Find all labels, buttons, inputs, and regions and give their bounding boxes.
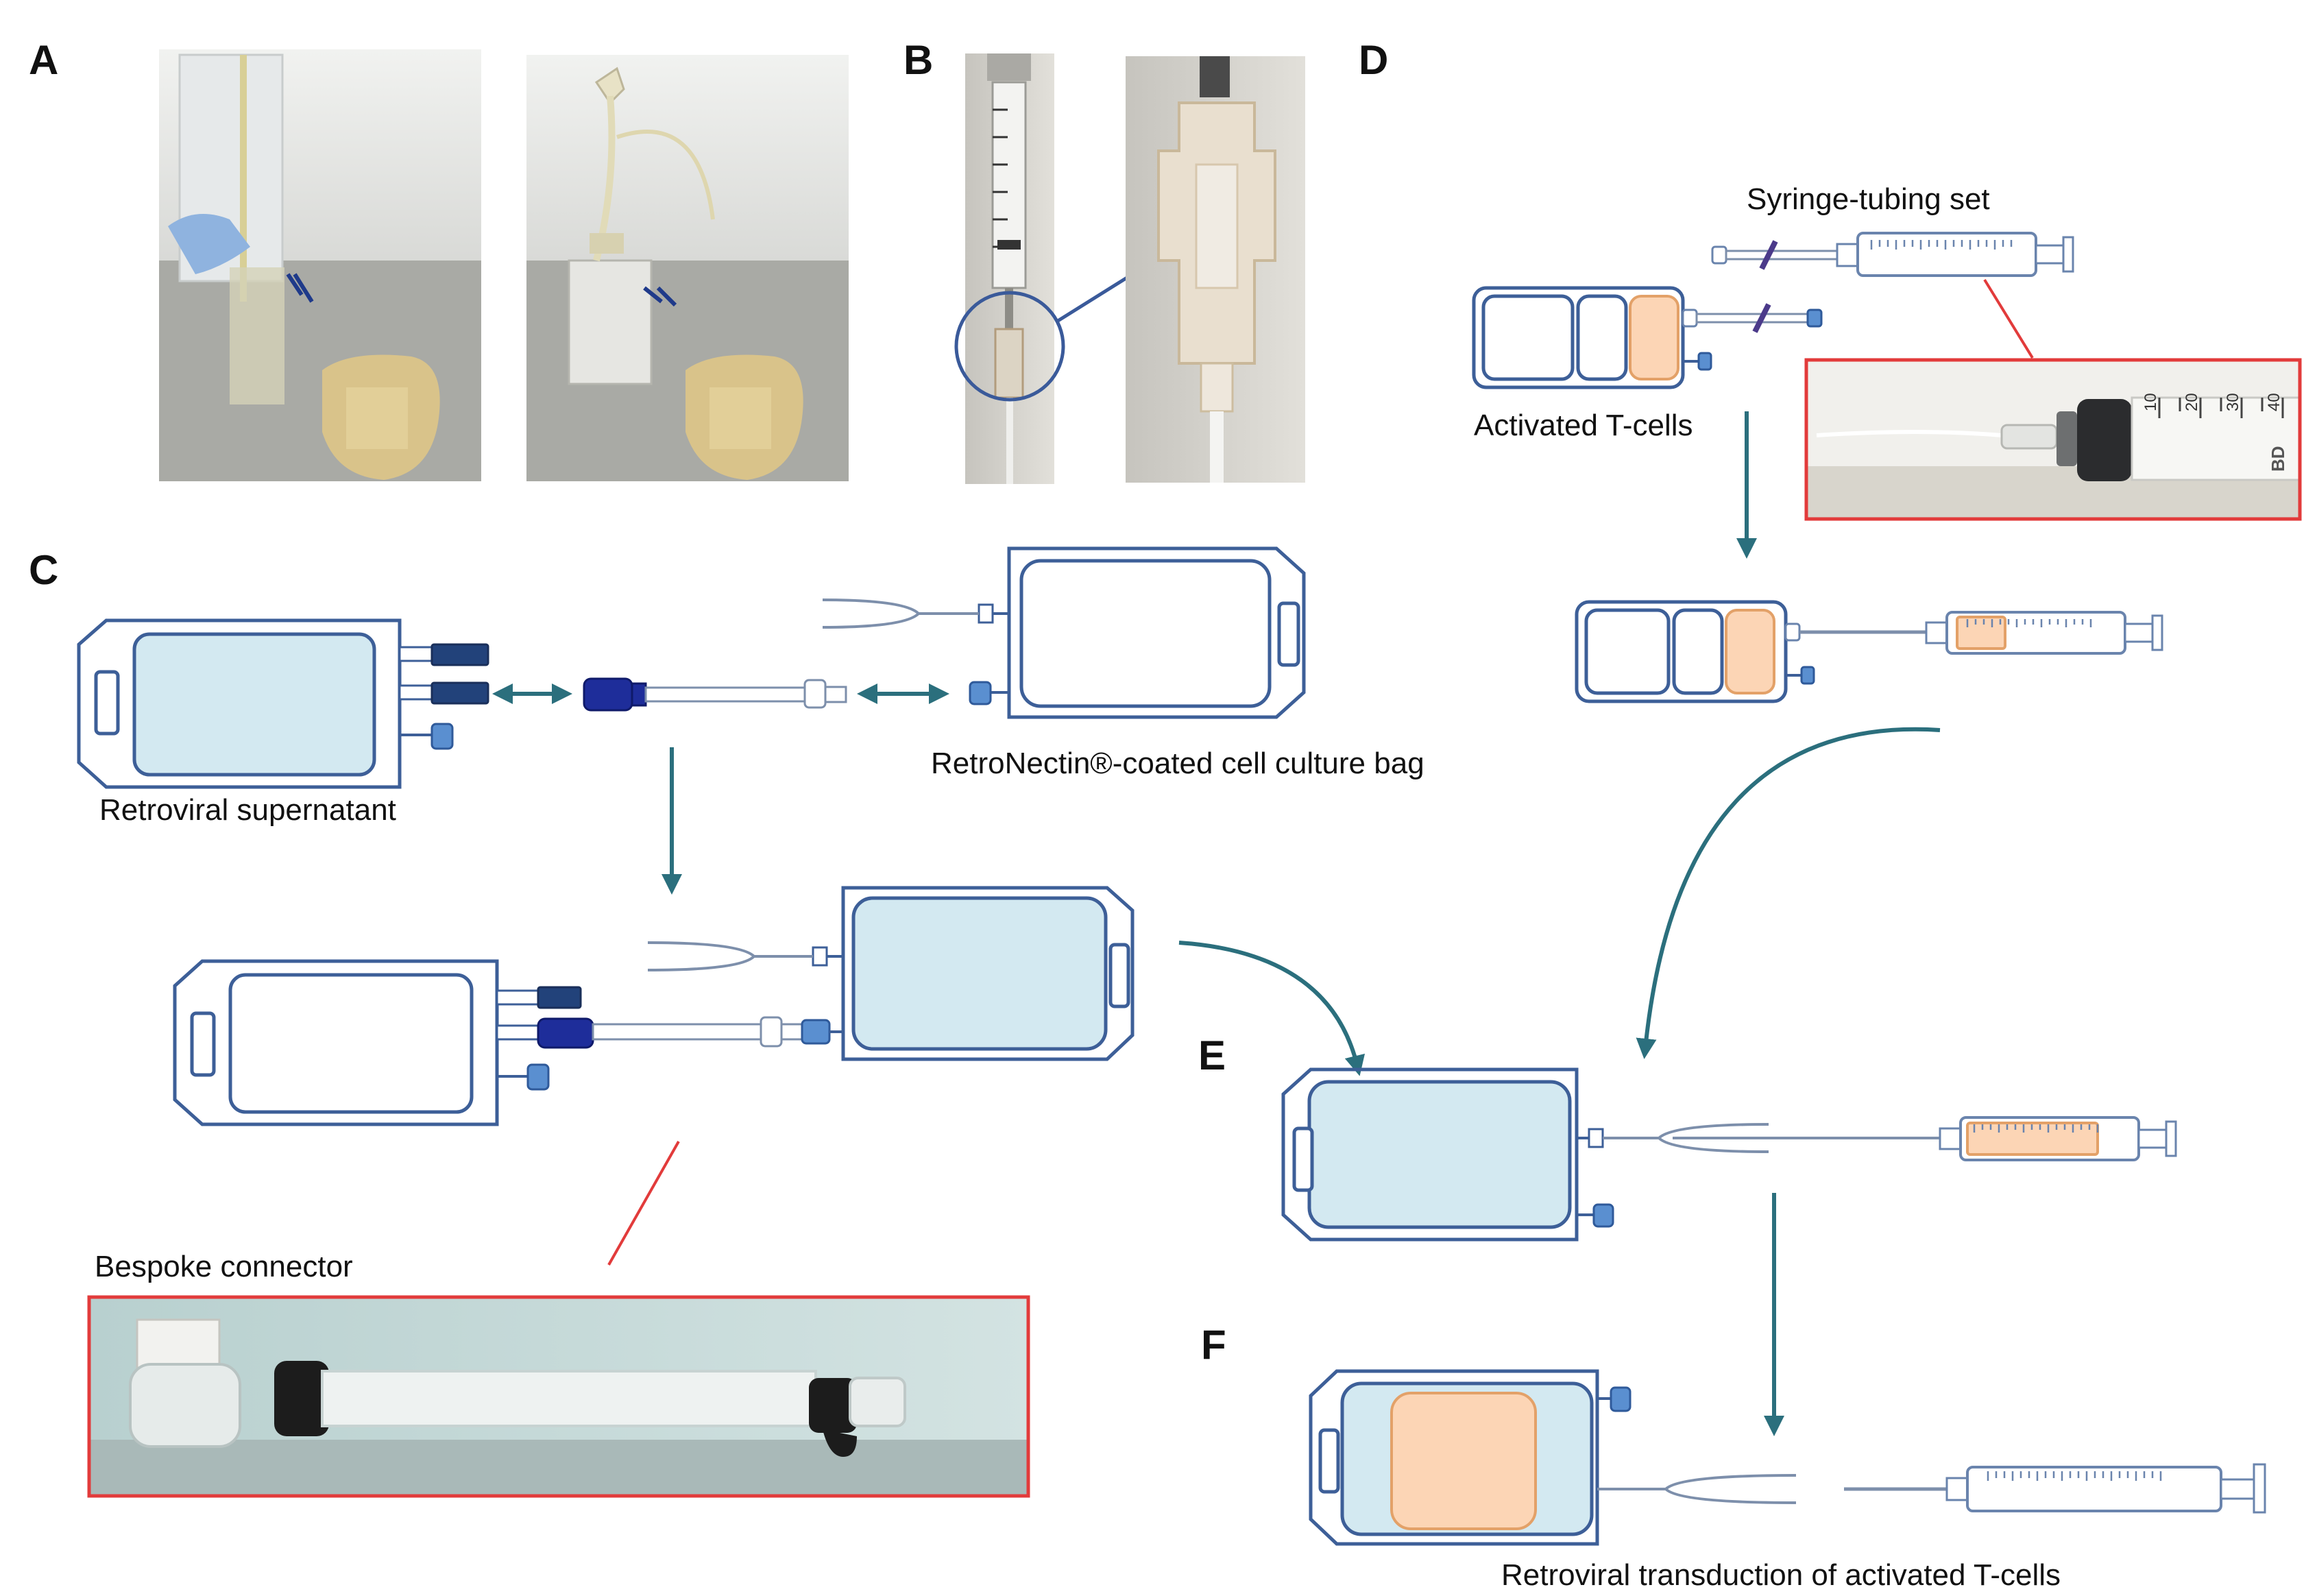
arrow-c-to-e (1178, 941, 1366, 1076)
syringe-tubing-set-diagram (1711, 232, 2074, 277)
panel-label-d: D (1359, 37, 1388, 83)
bag-with-syringe-e (1281, 1067, 2177, 1242)
caption-syringe-tubing-set: Syringe-tubing set (1747, 182, 1990, 216)
syringe-tick-30: 30 (2224, 393, 2242, 411)
photo-a-left (159, 49, 481, 481)
retronectin-bag (822, 546, 1306, 719)
panel-label-e: E (1198, 1032, 1226, 1078)
photo-b-right (1126, 56, 1305, 483)
photo-a-right (526, 55, 849, 481)
photo-b-left (965, 53, 1054, 484)
photo-syringe-frame (1804, 358, 2302, 521)
callout-line-c (607, 1141, 680, 1266)
activated-t-cells-bag (1472, 286, 1823, 389)
callout-line-d (1983, 278, 2034, 359)
transduction-bag-f (1309, 1369, 1797, 1546)
zoom-circle (954, 291, 1065, 402)
photo-syringe: 10 20 30 40 BD (1806, 360, 2301, 519)
photo-bespoke-connector (89, 1297, 1028, 1496)
caption-bespoke-connector: Bespoke connector (95, 1250, 353, 1283)
caption-retronectin-bag: RetroNectin®-coated cell culture bag (931, 747, 1424, 780)
connected-bags (173, 886, 1135, 1126)
retroviral-supernatant-bag (77, 618, 489, 789)
photo-bespoke-connector-frame (87, 1295, 1030, 1498)
caption-retroviral-supernatant: Retroviral supernatant (99, 793, 396, 827)
syringe-tick-10: 10 (2142, 393, 2160, 411)
arrow-d-to-e (1636, 727, 1941, 1059)
syringe-tick-20: 20 (2183, 393, 2201, 411)
panel-label-c: C (29, 547, 58, 593)
panel-label-b: B (903, 37, 933, 83)
syringe-brand: BD (2268, 446, 2288, 472)
caption-activated-t-cells: Activated T-cells (1474, 409, 1693, 442)
panel-label-f: F (1201, 1322, 1226, 1368)
syringe-tick-40: 40 (2265, 393, 2283, 411)
panel-label-a: A (29, 37, 58, 83)
bespoke-connector-diagram (583, 677, 847, 712)
syringe-f (1844, 1463, 2266, 1514)
caption-retroviral-transduction: Retroviral transduction of activated T-c… (1501, 1558, 2061, 1592)
t-cells-with-syringe (1575, 600, 2163, 703)
